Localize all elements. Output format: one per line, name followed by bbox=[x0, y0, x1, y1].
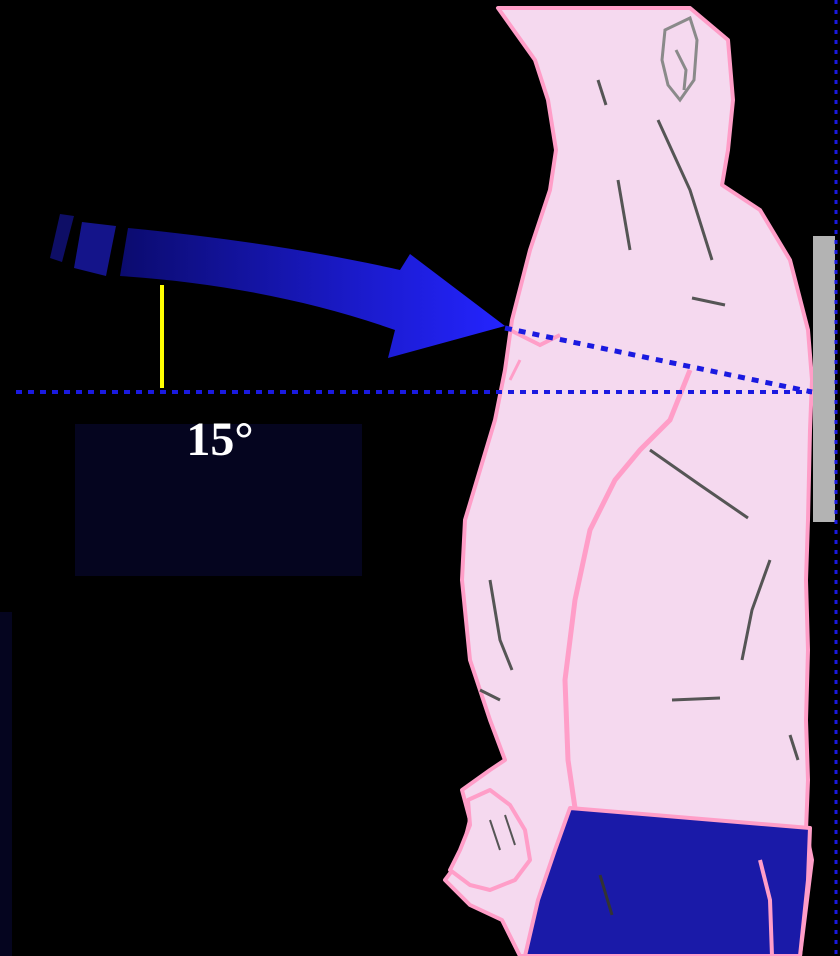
left-edge-strip bbox=[0, 612, 12, 956]
image-receptor bbox=[813, 236, 835, 522]
angle-label: 15° bbox=[150, 410, 290, 470]
lateral-torso-figure-icon bbox=[445, 8, 812, 956]
central-ray-arrow-icon bbox=[50, 214, 505, 358]
